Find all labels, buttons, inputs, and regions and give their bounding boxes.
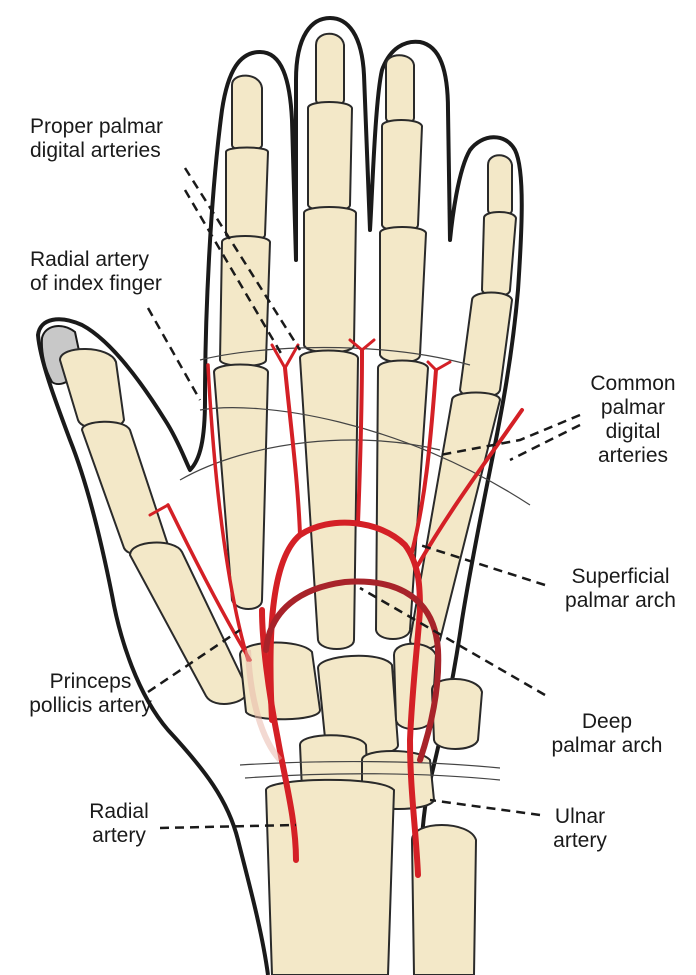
label-line: palmar — [600, 396, 666, 419]
label-line: Proper palmar — [30, 115, 164, 138]
label-line: Common — [590, 372, 676, 395]
label-line: pollicis artery — [29, 694, 152, 717]
bones — [58, 32, 518, 975]
label-line: Ulnar — [554, 805, 606, 828]
label-line: Deep — [581, 710, 633, 733]
skin-creases — [179, 346, 531, 781]
label-line: Superficial — [571, 565, 670, 588]
label-common-palmar-digital-arteries: Common palmar digital arteries — [578, 372, 688, 468]
label-deep-palmar-arch: Deep palmar arch — [548, 710, 666, 758]
label-line: of index finger — [30, 272, 162, 295]
label-line: artery — [553, 829, 607, 852]
label-line: arteries — [597, 444, 669, 467]
label-line: artery — [92, 824, 146, 847]
label-line: digital arteries — [30, 139, 161, 162]
label-line: Princeps — [49, 670, 132, 693]
label-line: Radial artery — [30, 248, 150, 271]
leader-lines — [146, 167, 581, 830]
deep-arch-shadow — [245, 649, 283, 763]
label-line: palmar arch — [551, 734, 663, 757]
label-radial-artery: Radial artery — [76, 800, 162, 848]
label-line: Radial — [89, 800, 149, 823]
label-superficial-palmar-arch: Superficial palmar arch — [548, 565, 693, 613]
label-ulnar-artery: Ulnar artery — [540, 805, 620, 853]
deep-palmar-arch — [263, 578, 442, 763]
label-line: digital — [605, 420, 661, 443]
label-proper-palmar-digital-arteries: Proper palmar digital arteries — [30, 115, 163, 163]
label-radial-artery-of-index-finger: Radial artery of index finger — [30, 248, 162, 296]
label-line: palmar arch — [565, 589, 676, 612]
label-princeps-pollicis-artery: Princeps pollicis artery — [18, 670, 163, 718]
